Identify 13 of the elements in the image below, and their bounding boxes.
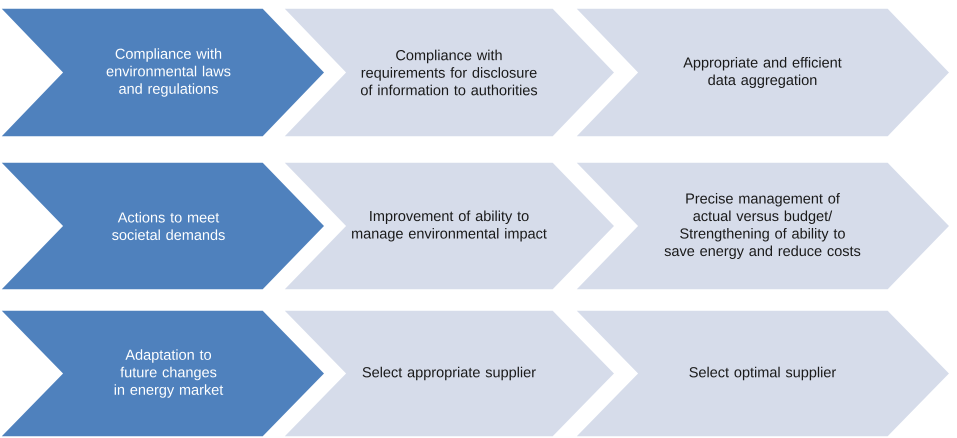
- step-box: Select appropriate supplier: [281, 309, 616, 438]
- step-box: Select optimal supplier: [573, 309, 952, 438]
- step-box: Compliance with requirements for disclosure of information to authorities: [281, 7, 616, 138]
- node-label: Appropriate and efficient data aggregation: [683, 56, 842, 88]
- step-box: Appropriate and efficient data aggregation: [573, 7, 952, 138]
- node-label: Select appropriate supplier: [362, 366, 536, 380]
- step-box: Actions to meet societal demands: [0, 161, 326, 291]
- step-box: Adaptation to future changes in energy market: [0, 309, 326, 438]
- step-box: Precise management of actual versus budget/ Strengthening of ability to save energy and reduce costs: [573, 161, 952, 291]
- node-label: Select optimal supplier: [689, 366, 836, 380]
- node-label: Precise management of actual versus budget/ Strengthening of ability to save energy and reduce costs: [664, 192, 860, 259]
- step-box: Compliance with environmental laws and regulations: [0, 7, 326, 138]
- step-box: Improvement of ability to manage environmental impact: [281, 161, 616, 291]
